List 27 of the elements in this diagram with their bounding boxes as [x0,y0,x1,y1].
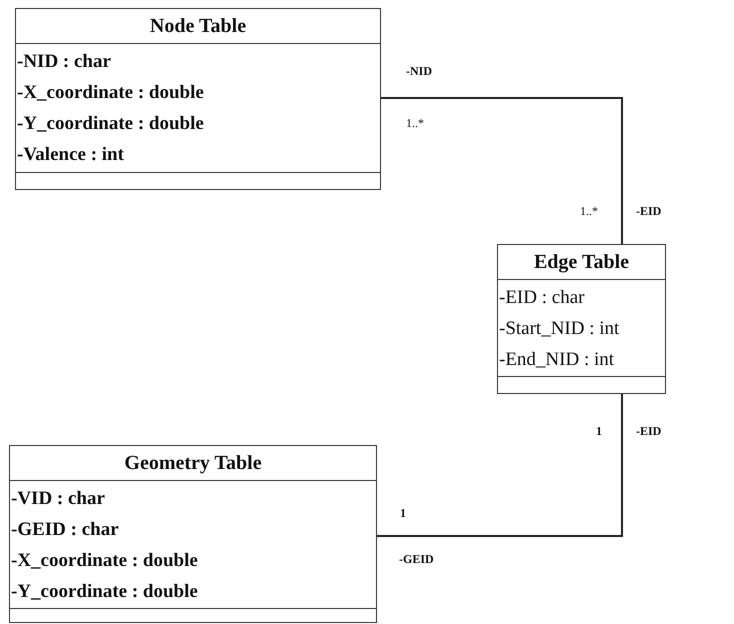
attribute-text: -GEID : char [11,519,119,540]
role-label: -EID [636,424,662,439]
class-box [497,244,666,394]
class-box [9,445,377,623]
attribute-text: -Y_coordinate : double [17,113,204,134]
attribute-text: -NID : char [17,51,111,72]
class-name: Node Table [150,14,246,38]
role-label: -EID [636,204,662,219]
attribute-text: -Valence : int [17,144,124,165]
connector-line [381,97,623,244]
attribute-text: -X_coordinate : double [11,550,198,571]
class-box [15,8,381,190]
multiplicity-label: 1..* [580,204,598,219]
attribute-text: -Y_coordinate : double [11,581,198,602]
attribute-text: -X_coordinate : double [17,82,204,103]
attribute-text: -End_NID : int [499,349,614,370]
role-label: 1 [400,506,406,521]
class-name: Geometry Table [124,452,262,474]
role-label: 1 [596,424,602,439]
attribute-text: -EID : char [499,287,584,308]
attribute-text: -Start_NID : int [499,318,620,339]
role-label: -NID [406,64,432,79]
role-label: -GEID [399,552,434,567]
class-name: Edge Table [534,250,630,274]
multiplicity-label: 1..* [406,116,424,131]
connector-line [377,394,623,537]
attribute-text: -VID : char [11,488,105,509]
